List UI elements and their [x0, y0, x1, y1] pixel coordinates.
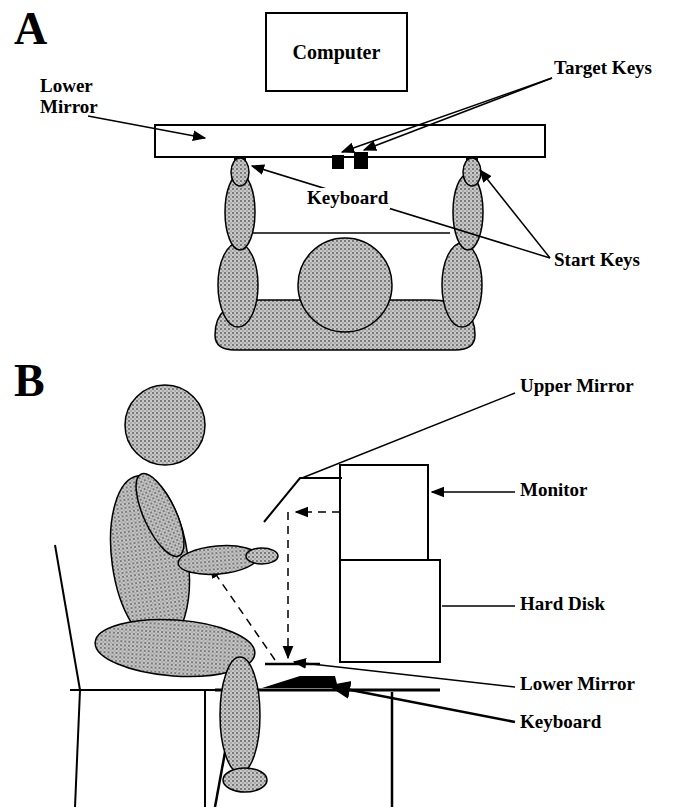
- panel-letter: B: [14, 356, 45, 407]
- computer-box: Computer: [265, 12, 408, 92]
- part-label: Monitor: [520, 480, 588, 501]
- part-label: Keyboard: [305, 188, 390, 209]
- part-label: Hard Disk: [520, 594, 605, 615]
- part-label: Keyboard: [520, 712, 601, 733]
- part-label: Lower Mirror: [40, 76, 120, 118]
- box-text: Computer: [293, 41, 381, 64]
- part-label: Target Keys: [554, 58, 652, 79]
- part-label: Lower Mirror: [520, 674, 635, 695]
- part-label: Upper Mirror: [520, 376, 634, 397]
- part-label: Start Keys: [554, 250, 640, 271]
- panel-letter: A: [14, 4, 47, 55]
